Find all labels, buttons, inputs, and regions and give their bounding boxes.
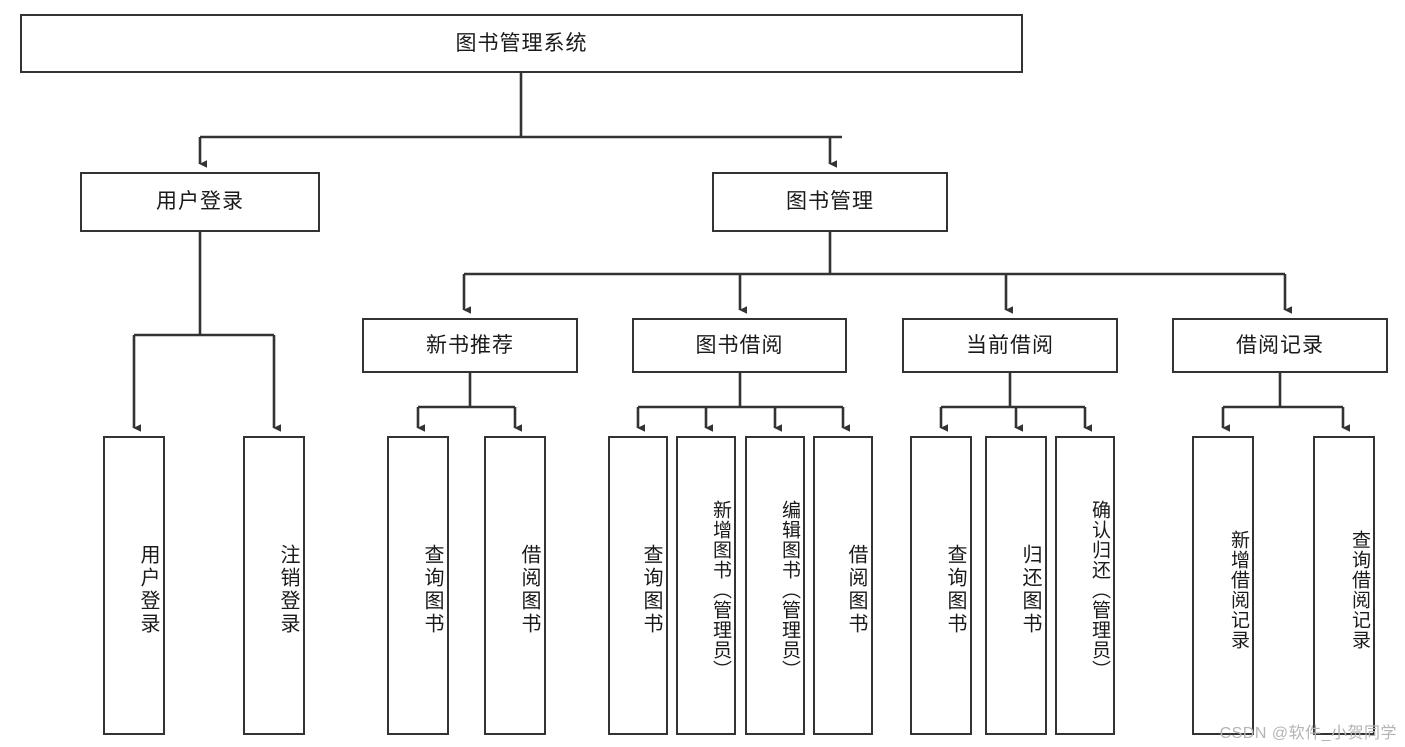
csdn-watermark: CSDN @软件_小贺同学 xyxy=(1219,725,1397,742)
node-book-management[interactable]: 图书管理 xyxy=(712,172,948,232)
leaf-borrow-book[interactable]: 借阅图书 xyxy=(813,436,873,735)
leaf-add-borrow-record[interactable]: 新增借阅记录 xyxy=(1192,436,1254,735)
leaf-query-book-borrow[interactable]: 查询图书 xyxy=(608,436,668,735)
leaf-user-login[interactable]: 用户登录 xyxy=(103,436,165,735)
leaf-edit-book-admin-label: 编辑图书（管理员） xyxy=(779,499,800,680)
node-root-label: 图书管理系统 xyxy=(455,31,588,55)
node-borrow-record-label: 借阅记录 xyxy=(1236,333,1324,357)
node-new-book-recommend-label: 新书推荐 xyxy=(426,333,514,357)
node-book-management-label: 图书管理 xyxy=(786,190,874,214)
leaf-query-book-recommend[interactable]: 查询图书 xyxy=(387,436,449,735)
leaf-confirm-return-admin-label: 确认归还（管理员） xyxy=(1089,499,1110,680)
node-user-login[interactable]: 用户登录 xyxy=(80,172,320,232)
leaf-query-book-current-label: 查询图书 xyxy=(944,543,966,636)
node-root[interactable]: 图书管理系统 xyxy=(20,14,1023,73)
leaf-query-borrow-record[interactable]: 查询借阅记录 xyxy=(1313,436,1375,735)
leaf-query-book-recommend-label: 查询图书 xyxy=(421,543,443,636)
leaf-query-book-borrow-label: 查询图书 xyxy=(640,543,662,636)
leaf-return-book-label: 归还图书 xyxy=(1019,543,1041,636)
leaf-add-book-admin-label: 新增图书（管理员） xyxy=(710,499,731,680)
leaf-add-book-admin[interactable]: 新增图书（管理员） xyxy=(676,436,736,735)
leaf-add-borrow-record-label: 新增借阅记录 xyxy=(1228,529,1249,650)
leaf-edit-book-admin[interactable]: 编辑图书（管理员） xyxy=(745,436,805,735)
leaf-return-book[interactable]: 归还图书 xyxy=(985,436,1047,735)
leaf-borrow-book-recommend-label: 借阅图书 xyxy=(518,543,540,636)
leaf-logout[interactable]: 注销登录 xyxy=(243,436,305,735)
leaf-query-borrow-record-label: 查询借阅记录 xyxy=(1349,529,1370,650)
leaf-confirm-return-admin[interactable]: 确认归还（管理员） xyxy=(1055,436,1115,735)
node-new-book-recommend[interactable]: 新书推荐 xyxy=(362,318,578,373)
node-current-borrow[interactable]: 当前借阅 xyxy=(902,318,1118,373)
node-user-login-label: 用户登录 xyxy=(156,190,244,214)
leaf-logout-label: 注销登录 xyxy=(277,543,299,636)
leaf-query-book-current[interactable]: 查询图书 xyxy=(910,436,972,735)
leaf-borrow-book-label: 借阅图书 xyxy=(845,543,867,636)
node-book-borrow-label: 图书借阅 xyxy=(695,333,784,357)
leaf-user-login-label: 用户登录 xyxy=(137,543,159,636)
node-borrow-record[interactable]: 借阅记录 xyxy=(1172,318,1388,373)
leaf-borrow-book-recommend[interactable]: 借阅图书 xyxy=(484,436,546,735)
node-book-borrow[interactable]: 图书借阅 xyxy=(632,318,847,373)
node-current-borrow-label: 当前借阅 xyxy=(966,333,1054,357)
